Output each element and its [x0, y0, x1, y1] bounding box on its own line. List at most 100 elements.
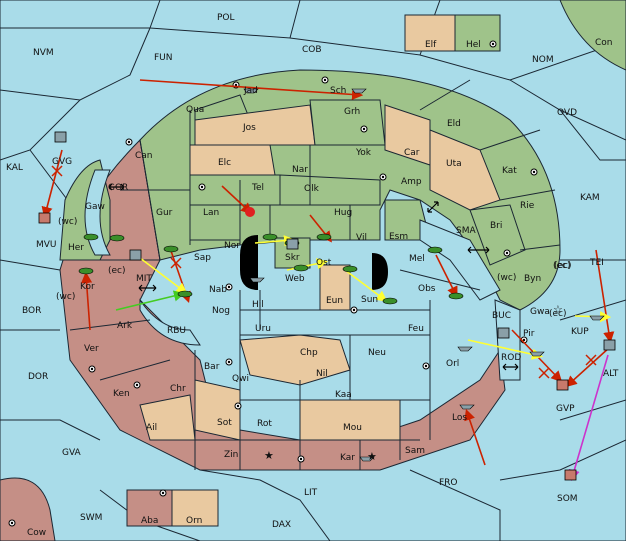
label-mit: MIT	[136, 274, 152, 284]
label-rot: Rot	[257, 419, 272, 429]
territory-orn[interactable]	[171, 489, 219, 527]
label-kar: Kar	[340, 453, 355, 463]
label-car: Car	[404, 148, 420, 158]
territory-elc[interactable]	[189, 144, 276, 176]
label-feu: Feu	[408, 324, 424, 334]
army-icon	[448, 292, 464, 300]
label-som: SOM	[557, 494, 578, 504]
label-nvm: NVM	[33, 48, 54, 58]
label-eld: Eld	[447, 119, 461, 129]
label-bar: Bar	[204, 362, 220, 372]
label-sot: Sot	[217, 418, 232, 428]
dislodged-unit-icon	[38, 212, 51, 224]
label-ec1: (ec)	[108, 266, 126, 276]
label-sch: Sch	[330, 86, 346, 96]
fleet-icon	[589, 315, 605, 321]
star-icon: ☆	[553, 303, 563, 316]
canal-east	[372, 253, 388, 290]
label-kup: KUP	[571, 327, 589, 337]
label-pol: POL	[217, 13, 235, 23]
label-swm: SWM	[80, 513, 102, 523]
label-kaa: Kaa	[335, 390, 352, 400]
territory-olk-hug[interactable]	[279, 174, 381, 206]
label-lan: Lan	[203, 208, 219, 218]
label-rie: Rie	[520, 201, 535, 211]
label-ec2: (ec)	[554, 261, 572, 271]
explosion-icon	[245, 207, 255, 217]
label-dor: DOR	[28, 372, 48, 382]
label-gur: Gur	[156, 208, 173, 218]
sea-rbu	[139, 298, 201, 346]
army-icon	[427, 246, 443, 254]
army-icon	[262, 233, 278, 241]
label-skr: Skr	[285, 253, 300, 263]
fleet-icon	[359, 456, 375, 462]
canal-west	[240, 235, 258, 290]
fleet-icon	[249, 277, 265, 283]
fleet-icon	[243, 88, 259, 94]
label-nar: Nar	[292, 165, 308, 175]
label-tei: TEI	[589, 258, 604, 268]
label-ovd: OVD	[557, 108, 577, 118]
label-ec3: (ec)	[553, 261, 571, 271]
label-yok: Yok	[355, 148, 372, 158]
territory-mou[interactable]	[299, 399, 401, 441]
label-kat: Kat	[502, 166, 517, 176]
label-qua: Qua	[186, 105, 204, 115]
label-ost: Ost	[316, 258, 332, 268]
label-orn: Orn	[186, 516, 202, 526]
territory-elf[interactable]	[404, 14, 456, 52]
fleet-icon	[529, 351, 545, 357]
label-wc1: (wc)	[58, 217, 77, 227]
label-rod: ROD	[501, 353, 521, 363]
label-elc: Elc	[218, 158, 231, 168]
label-tel: Tel	[251, 183, 264, 193]
label-bor: BOR	[22, 306, 41, 316]
dislodged-unit-icon	[564, 469, 577, 481]
label-can: Can	[135, 151, 153, 161]
label-neu: Neu	[368, 348, 386, 358]
label-ec4: (ec)	[549, 309, 567, 319]
label-rbu: RBU	[167, 326, 186, 336]
dislodged-unit-icon	[497, 327, 510, 339]
label-gvg: GVG	[52, 157, 72, 167]
label-ark: Ark	[117, 321, 133, 331]
label-nom: NOM	[532, 55, 554, 65]
label-fro: FRO	[439, 478, 458, 488]
label-olk: Olk	[304, 184, 320, 194]
label-zin: Zin	[224, 450, 238, 460]
label-kal: KAL	[6, 163, 23, 173]
label-cob: COB	[302, 45, 322, 55]
label-kam: KAM	[580, 193, 600, 203]
label-wc3: (wc)	[56, 292, 75, 302]
label-ken: Ken	[113, 389, 130, 399]
label-buc: BUC	[492, 311, 511, 321]
label-jad: Jad	[243, 86, 258, 96]
fleet-icon	[459, 404, 475, 410]
label-nab: Nab	[209, 285, 227, 295]
territory-uta[interactable]	[429, 129, 501, 211]
failed-markers	[51, 165, 597, 379]
label-los: Los	[452, 413, 467, 423]
territory-bri[interactable]	[469, 204, 526, 266]
fleet-icon	[351, 88, 367, 94]
label-kor: Kor	[80, 282, 95, 292]
army-icon	[342, 265, 358, 273]
label-esm: Esm	[389, 232, 408, 242]
label-lit: LIT	[304, 488, 318, 498]
label-sap: Sap	[194, 253, 211, 263]
dislodged-unit-icon	[54, 131, 67, 143]
dislodged-unit-icon	[129, 249, 142, 261]
territory-sot[interactable]	[194, 379, 241, 441]
label-wc2: (wc)	[497, 273, 516, 283]
label-fun: FUN	[154, 53, 173, 63]
label-con: Con	[595, 38, 613, 48]
dislodged-unit-icon	[286, 238, 299, 250]
label-alt: ALT	[603, 369, 619, 379]
label-orl: Orl	[446, 359, 459, 369]
label-ver: Ver	[84, 344, 99, 354]
label-her: Her	[68, 243, 84, 253]
